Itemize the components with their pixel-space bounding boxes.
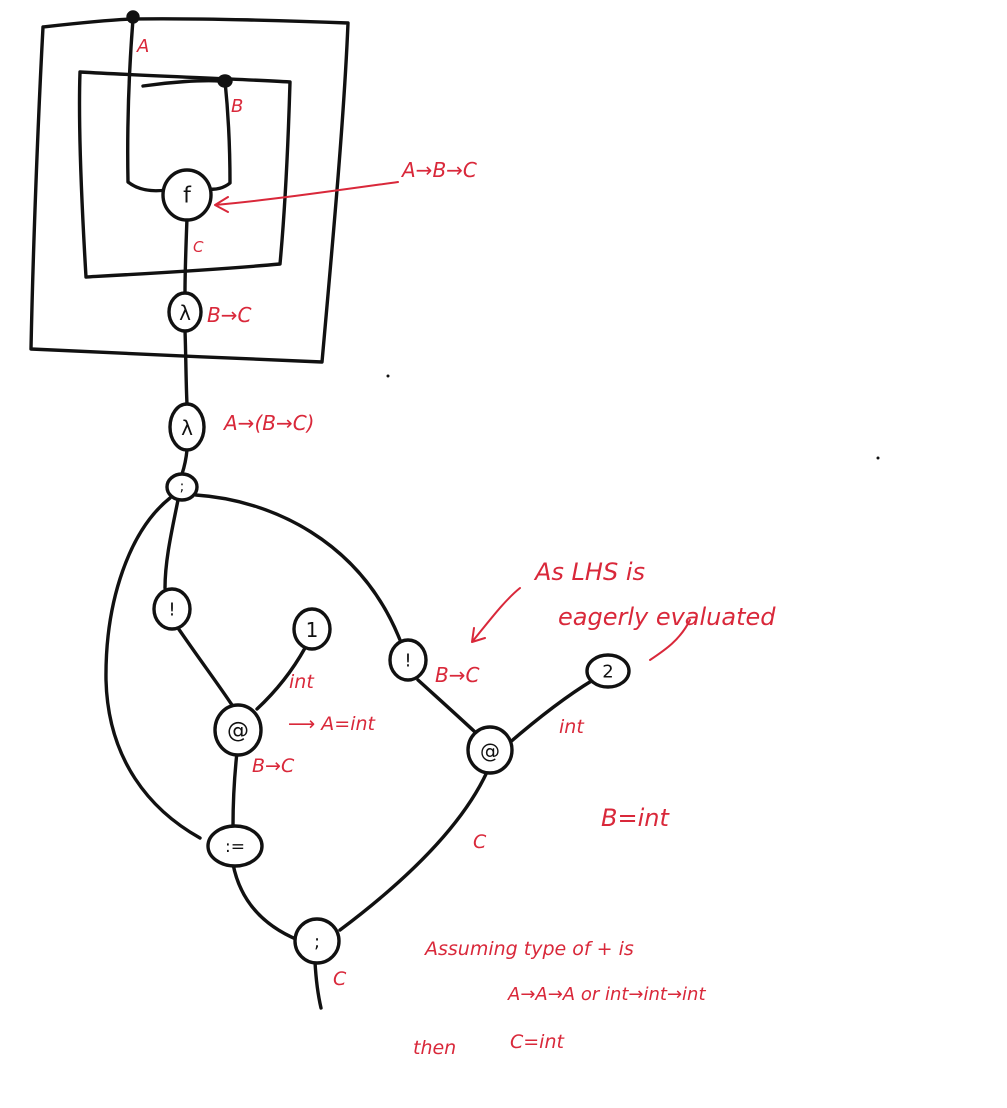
svg-text:2: 2 (602, 662, 613, 683)
wire-b (207, 79, 232, 191)
wire-seq-bang-left (163, 498, 180, 590)
node-one: 1 (292, 607, 332, 651)
wire-assign-seq (231, 862, 300, 942)
wire-app-assign (231, 750, 239, 828)
label-a: A (136, 36, 149, 57)
wire-seq-assign (104, 496, 202, 840)
svg-text:!: ! (168, 600, 175, 621)
label-lambda-outer-type: A→(B→C) (222, 411, 315, 435)
wire-two-app (506, 678, 595, 746)
stray-dot (386, 374, 390, 378)
svg-text:;: ; (314, 932, 320, 953)
node-assign: := (206, 824, 264, 868)
label-c-app-right: C (473, 831, 487, 853)
port-a-dot (126, 10, 140, 24)
wire-bang-left-app (176, 626, 234, 707)
svg-text:1: 1 (306, 618, 319, 642)
label-bang-right-type: B→C (435, 663, 479, 687)
wire-lambda-seq (180, 448, 189, 476)
label-int-one: int (289, 671, 315, 693)
stray-dot (876, 456, 880, 460)
label-a-eq-int: ⟶ A=int (288, 713, 377, 735)
wire-lambda-lambda (183, 328, 189, 406)
arrow-lhs-note (471, 587, 521, 643)
node-f: f (161, 168, 213, 222)
label-f-type: A→B→C (400, 158, 477, 182)
svg-text:f: f (183, 184, 192, 209)
label-app-left-type: B→C (252, 755, 295, 777)
label-b-eq-int: B=int (601, 804, 670, 832)
node-lambda-inner: λ (167, 291, 203, 333)
label-int-two: int (559, 716, 585, 738)
wire-app-seq (338, 770, 489, 932)
node-app-right: @ (466, 725, 514, 775)
node-seq-top: ; (165, 472, 199, 502)
wire-seq-bang-right (194, 493, 402, 642)
svg-text:@: @ (480, 739, 500, 763)
svg-text:!: ! (404, 651, 411, 672)
svg-text:λ: λ (181, 416, 193, 440)
wire-one-app (255, 646, 307, 711)
wire-a (126, 17, 168, 193)
note-then: then (413, 1037, 456, 1059)
node-lambda-outer: λ (168, 402, 206, 452)
node-app-left: @ (213, 703, 263, 757)
svg-text::=: := (225, 837, 245, 857)
outer-box (29, 17, 350, 364)
port-b-dot (217, 74, 233, 88)
label-b: B (231, 96, 243, 117)
note-lhs-2: eagerly evaluated (558, 603, 776, 631)
svg-text:;: ; (180, 479, 185, 495)
arrow-f-type (214, 181, 399, 213)
wire-f-lambda (183, 216, 189, 294)
wire-seq-out (313, 960, 323, 1010)
label-c-bottom: C (333, 968, 347, 990)
node-bang-left: ! (152, 587, 192, 631)
svg-text:λ: λ (179, 301, 191, 325)
note-lhs-1: As LHS is (533, 558, 645, 586)
note-c-eq-int: C=int (510, 1031, 566, 1053)
wire-bang-right-app (416, 678, 477, 734)
label-lambda-inner-type: B→C (207, 303, 251, 327)
node-seq-bottom: ; (293, 917, 341, 965)
svg-text:@: @ (227, 719, 249, 744)
node-two: 2 (585, 653, 631, 689)
bracket-lhs-note (649, 619, 691, 661)
note-assume-1: Assuming type of + is (423, 938, 634, 960)
node-bang-right: ! (388, 638, 428, 682)
wire-b-stub (141, 79, 222, 88)
note-assume-2: A→A→A or int→int→int (507, 984, 706, 1005)
label-c-under-f: C (193, 238, 204, 256)
